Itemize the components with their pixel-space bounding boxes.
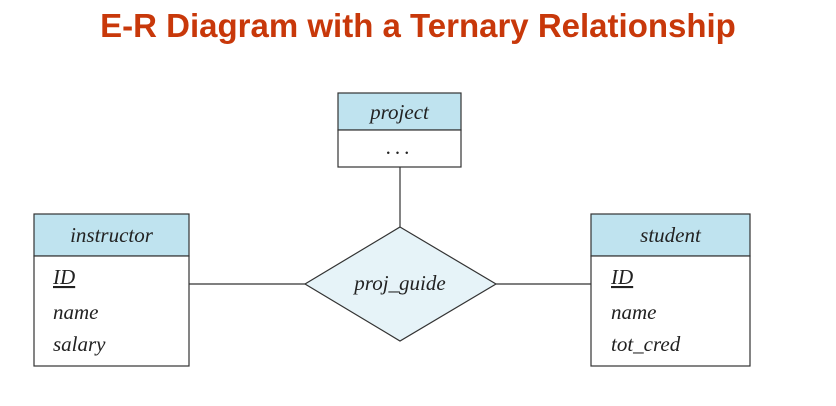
page-title: E-R Diagram with a Ternary Relationship [100,7,736,44]
entity-instructor-name: instructor [70,223,154,247]
entity-instructor-attribute: name [53,300,99,324]
relationship-diamond [303,226,498,342]
relationship-proj-guide[interactable]: proj_guide [303,226,498,342]
entity-instructor-body [33,255,190,367]
entity-student-attribute: tot_cred [611,332,681,356]
entity-instructor-attribute: salary [53,332,106,356]
entity-project-name: project [368,100,430,124]
entity-student-body [590,255,751,367]
entity-instructor-key-attribute: ID [52,265,75,289]
entity-project-attribute: ... [386,135,414,159]
entity-student-attribute: name [611,300,657,324]
entity-student-header [590,213,751,257]
entity-instructor-header [33,213,190,257]
relationship-name: proj_guide [352,271,445,295]
entity-instructor[interactable]: instructor ID name salary [33,213,190,367]
entity-project-body [337,129,462,168]
entity-student[interactable]: student ID name tot_cred [590,213,751,367]
entity-student-name: student [640,223,702,247]
entity-student-key-attribute: ID [610,265,633,289]
entity-project[interactable]: project ... [337,92,462,168]
